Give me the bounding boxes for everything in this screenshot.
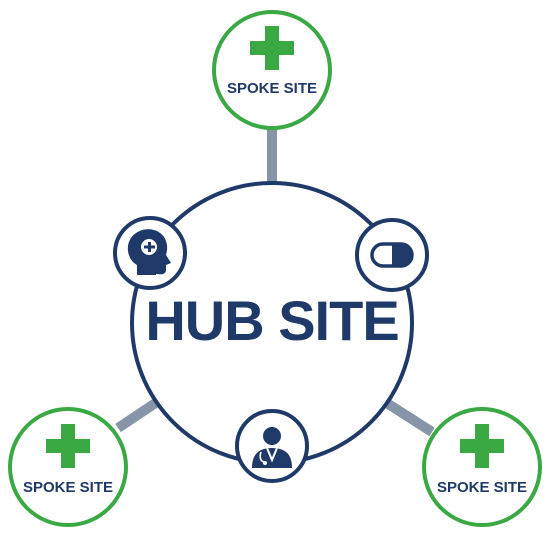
medical-cross-icon xyxy=(46,424,90,468)
medical-cross-icon xyxy=(460,424,504,468)
hub-title: HUB SITE xyxy=(145,289,398,352)
medical-cross-icon xyxy=(250,26,294,70)
spoke-site-left: SPOKE SITE xyxy=(8,407,128,527)
spoke-site-top: SPOKE SITE xyxy=(212,10,332,130)
pill-icon xyxy=(355,218,429,292)
spoke-label-left: SPOKE SITE xyxy=(23,479,113,496)
spoke-site-right: SPOKE SITE xyxy=(422,407,542,527)
spoke-label-right: SPOKE SITE xyxy=(437,479,527,496)
doctor-icon xyxy=(235,409,309,483)
spoke-label-top: SPOKE SITE xyxy=(227,80,317,97)
connector-right xyxy=(379,395,435,437)
mental-health-icon xyxy=(113,216,187,290)
